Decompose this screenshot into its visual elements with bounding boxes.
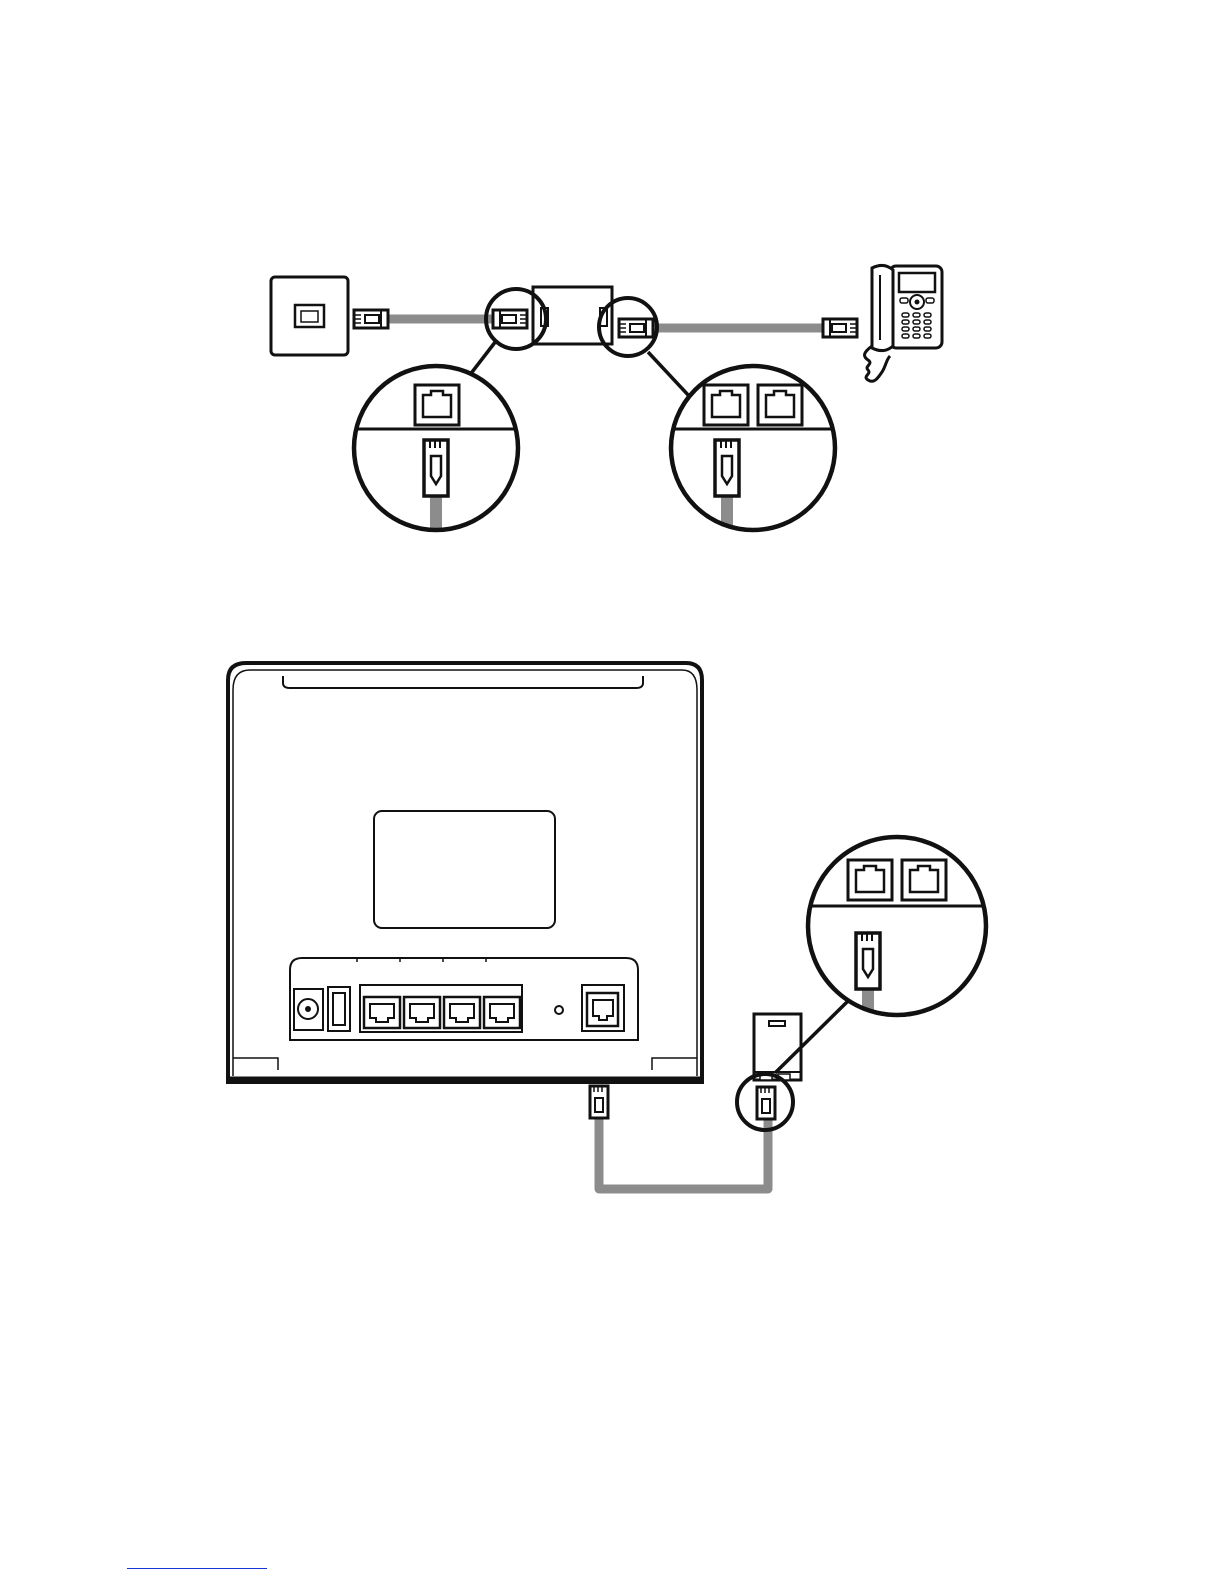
telephone-icon: [865, 265, 942, 381]
lan-port-2: [404, 997, 440, 1028]
cable-router-to-splitter: [599, 1113, 768, 1189]
router-back-panel: [228, 663, 702, 1082]
lan-port-3: [444, 997, 480, 1028]
rj11-plug-splitter-in: [493, 310, 527, 328]
leader-line-right: [648, 352, 690, 397]
label-area: [374, 811, 555, 928]
bottom-section: [228, 663, 990, 1189]
usb-port-icon: [328, 987, 350, 1031]
phone-port-icon: [582, 985, 624, 1031]
splitter-phone-ports-detail: [667, 366, 842, 537]
rj11-plug-socket-end: [354, 310, 388, 328]
rj11-plug-phone-end: [823, 319, 857, 337]
reset-hole: [555, 1006, 563, 1014]
power-jack-icon: [294, 989, 323, 1030]
top-section: [271, 265, 942, 537]
lan-ports-group: [360, 985, 522, 1032]
rj11-plug-splitter-out: [619, 319, 653, 337]
splitter-small-ports-detail: [805, 837, 990, 1025]
leader-line-left: [469, 341, 496, 376]
rj11-plug-router-end: [590, 1086, 608, 1118]
lan-port-4: [484, 997, 520, 1028]
footer-link-underline: [127, 1568, 267, 1569]
wall-phone-socket: [271, 277, 348, 355]
rj11-plug-splitter-small: [757, 1087, 775, 1119]
splitter-line-port-detail: [350, 366, 525, 537]
